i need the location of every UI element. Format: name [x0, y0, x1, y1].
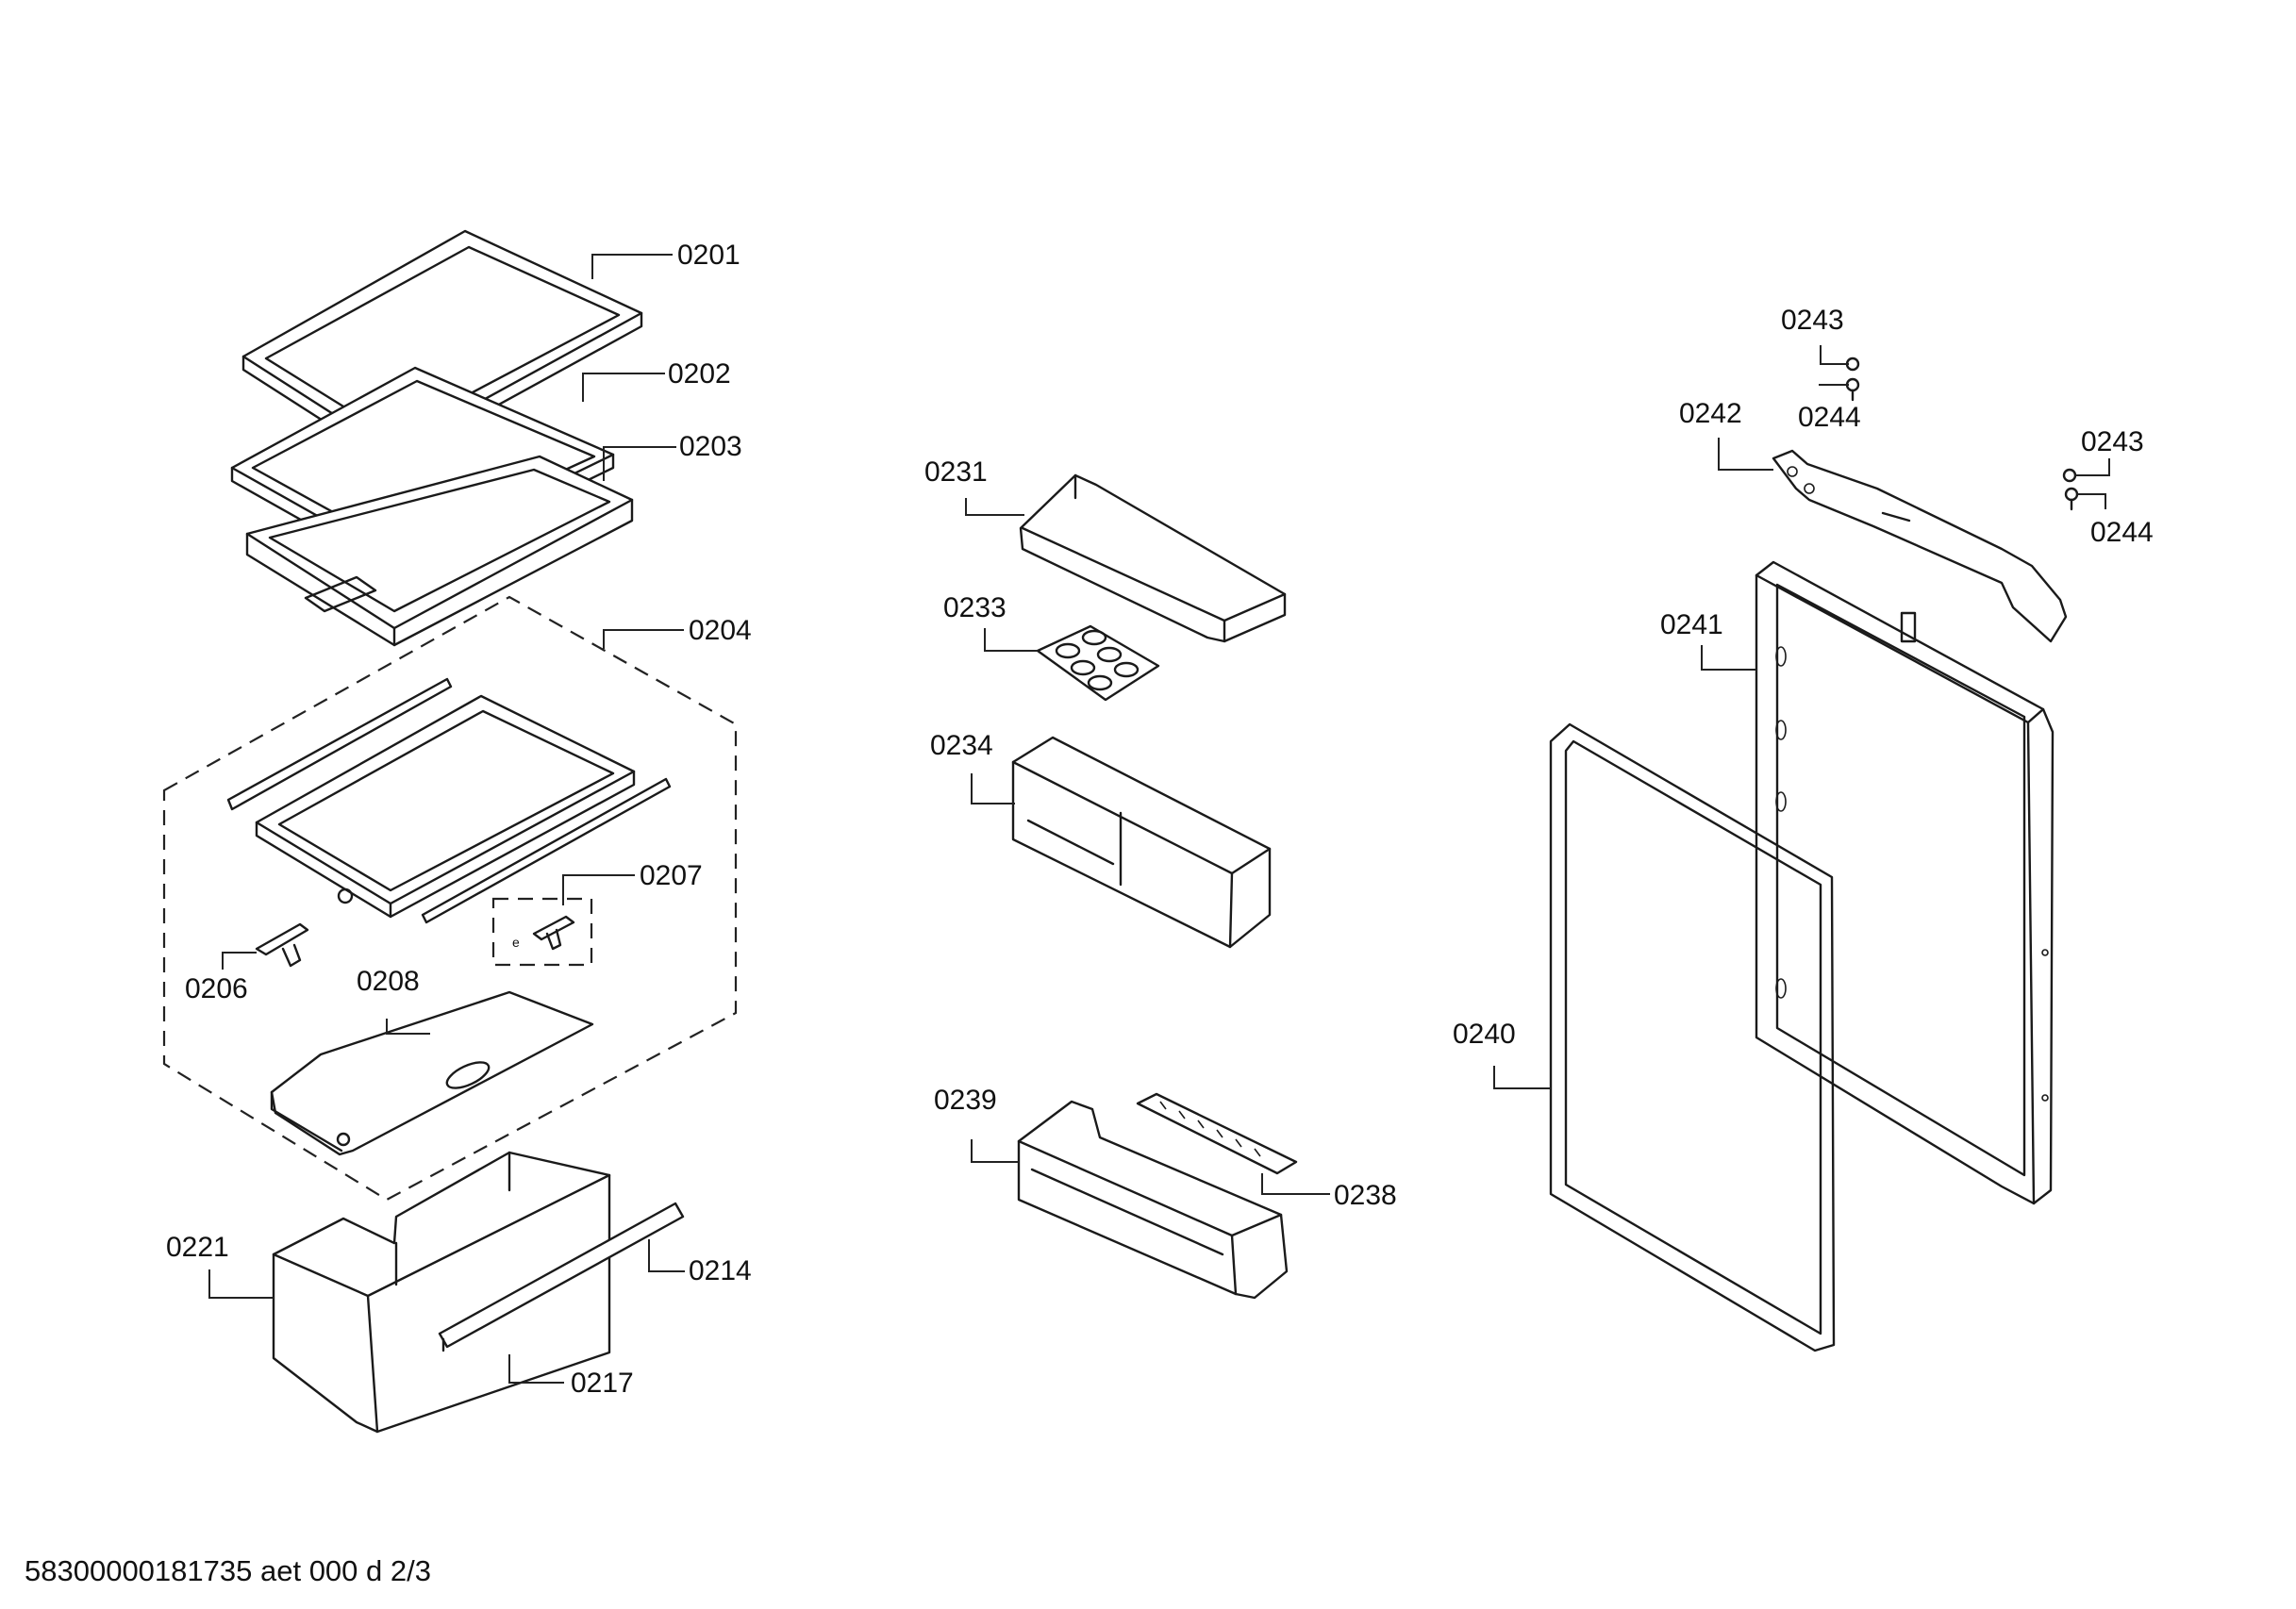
- part-0207-bracket: e: [512, 915, 575, 951]
- part-0208-crisper-cover: [270, 990, 594, 1156]
- label-0204: 0204: [689, 615, 752, 646]
- label-0239: 0239: [934, 1085, 997, 1116]
- label-0244-upper: 0244: [1798, 402, 1861, 433]
- part-0234-covered-box: [1011, 736, 1272, 949]
- part-0241-door-liner: [1755, 560, 2055, 1205]
- leader-0208: [386, 1019, 430, 1035]
- part-0243-screw-right: [2062, 468, 2079, 511]
- label-0238: 0238: [1334, 1180, 1397, 1211]
- leader-0206: [222, 952, 257, 970]
- leader-0217: [508, 1354, 564, 1384]
- part-0206-clip: [255, 922, 309, 968]
- label-0221: 0221: [166, 1232, 229, 1263]
- label-0244-right: 0244: [2090, 517, 2154, 548]
- label-0231: 0231: [924, 456, 988, 488]
- label-0214: 0214: [689, 1255, 752, 1286]
- leader-0243-upper: [1820, 345, 1849, 365]
- label-0243-upper: 0243: [1781, 305, 1844, 336]
- label-0217: 0217: [571, 1368, 634, 1399]
- leader-0207: [562, 874, 635, 905]
- leader-0214: [648, 1239, 685, 1272]
- label-0234: 0234: [930, 730, 993, 761]
- leader-0204: [603, 629, 684, 649]
- leader-0233: [984, 628, 1038, 652]
- part-0233-egg-tray: [1036, 624, 1160, 702]
- detail-box-0207: [491, 897, 593, 967]
- part-0204-glass-shelf-kit: [226, 677, 672, 924]
- label-0201: 0201: [677, 240, 740, 271]
- drawing-reference-footer: 58300000181735 aet 000 d 2/3: [25, 1554, 431, 1587]
- part-0221-crisper-drawer: [272, 1151, 611, 1434]
- leader-0238: [1261, 1173, 1330, 1195]
- leader-0244-right: [2077, 493, 2106, 509]
- label-0206: 0206: [185, 973, 248, 1004]
- part-0231-door-shelf: [1019, 473, 1287, 643]
- leader-0201: [591, 254, 673, 279]
- label-0242: 0242: [1679, 398, 1742, 429]
- part-0240-door-gasket: [1549, 722, 1836, 1352]
- leader-0239: [971, 1139, 1019, 1163]
- leader-0242: [1718, 438, 1773, 471]
- svg-text:e: e: [512, 935, 520, 950]
- label-0240: 0240: [1453, 1019, 1516, 1050]
- part-0214-handle-bar: [438, 1202, 685, 1352]
- label-0233: 0233: [943, 592, 1007, 623]
- part-0239-bottle-shelf: [1017, 1100, 1289, 1300]
- leader-0231: [965, 498, 1024, 516]
- leader-0240: [1493, 1066, 1551, 1089]
- label-0243-right: 0243: [2081, 426, 2144, 457]
- label-0202: 0202: [668, 358, 731, 390]
- leader-0234: [971, 773, 1015, 804]
- label-0241: 0241: [1660, 609, 1723, 640]
- leader-0202: [582, 373, 665, 402]
- part-0242-hinge: [1772, 449, 2068, 643]
- leader-0241: [1701, 645, 1756, 671]
- label-0203: 0203: [679, 431, 742, 462]
- leader-0221: [208, 1269, 274, 1299]
- leader-0243-right: [2075, 458, 2110, 476]
- label-0208: 0208: [357, 966, 420, 997]
- leader-0203: [603, 446, 676, 481]
- kit-boundary-0204: [162, 595, 738, 1202]
- label-0207: 0207: [640, 860, 703, 891]
- part-0203-shelf-tray: [245, 455, 634, 647]
- part-0238-bottle-retainer: [1136, 1092, 1298, 1175]
